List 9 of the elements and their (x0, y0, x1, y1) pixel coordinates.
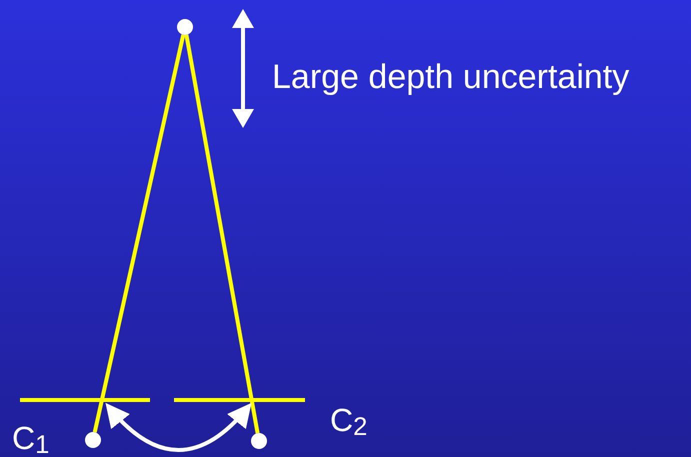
ray-line (184, 34, 260, 434)
scene-point-dot (177, 19, 193, 35)
camera-center-dot (85, 432, 101, 448)
camera-label: C$_{2}$ (330, 404, 368, 440)
camera-label: C$_{1}$ (12, 422, 50, 457)
annotation-text: Large depth uncertainty (272, 60, 630, 94)
ray-line (92, 34, 186, 433)
curved-arrow (105, 403, 252, 452)
camera-center-dot (251, 433, 267, 449)
